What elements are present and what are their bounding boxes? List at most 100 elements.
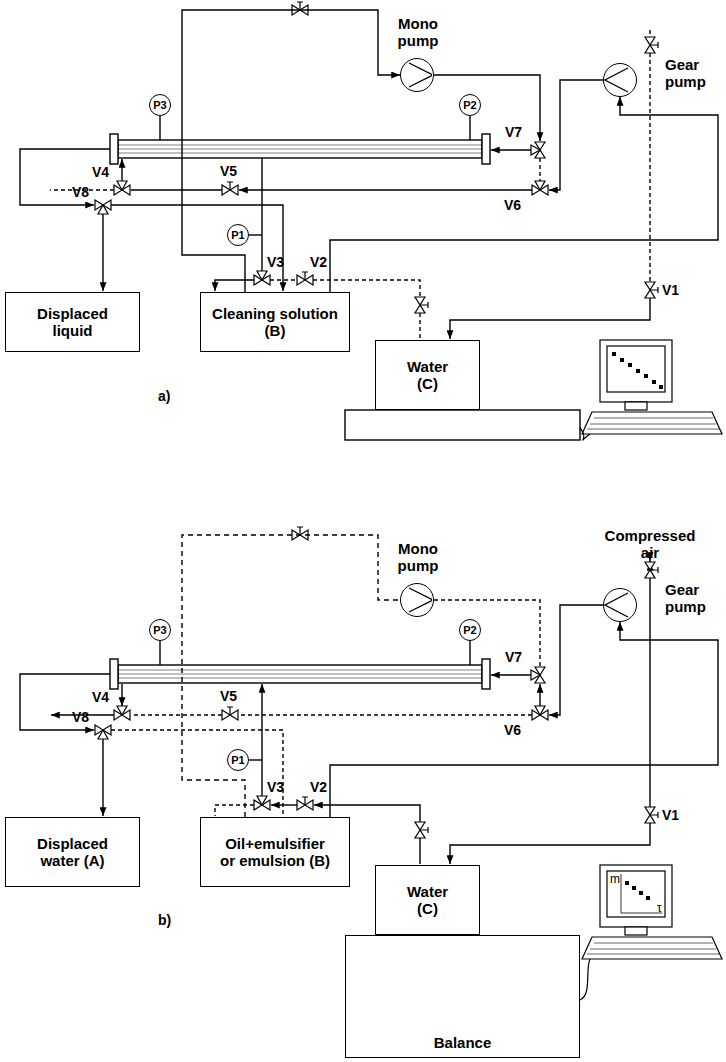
equipment-outline <box>110 659 118 689</box>
pump-glyph <box>401 584 432 615</box>
pipe-line <box>111 730 283 816</box>
gauge-label: P3 <box>153 624 166 636</box>
pipe-line <box>580 428 590 440</box>
pipe-line <box>20 30 650 440</box>
inlet-label: Compressed air <box>600 527 700 561</box>
pipe-line <box>649 30 650 282</box>
equipment-outline <box>620 358 624 362</box>
equipment-outline <box>607 346 665 392</box>
equipment-outline <box>625 927 647 935</box>
pump-glyph-line <box>409 63 432 87</box>
valve-symbol <box>254 271 270 285</box>
pipe-connector <box>330 97 718 292</box>
valve-symbol <box>645 37 658 53</box>
pump-glyph-line <box>409 588 432 612</box>
valve-label: V3 <box>267 779 284 795</box>
pump-label: Gear pump <box>665 581 717 615</box>
pipe-line <box>20 527 722 1000</box>
pipe-line <box>102 214 103 291</box>
pressure-gauge: P2 <box>459 619 481 641</box>
pressure-gauge: P3 <box>149 94 171 116</box>
pipe-line <box>491 149 531 150</box>
pipe-line <box>582 412 722 434</box>
pump-glyph-line <box>605 593 628 617</box>
pipe-line <box>580 865 722 1000</box>
tank-label: Water (C) <box>397 883 459 917</box>
pipe-line <box>20 149 110 205</box>
valve-label: V6 <box>504 197 521 213</box>
tank-box: Water (C) <box>375 340 480 410</box>
pressure-gauge: P3 <box>149 619 171 641</box>
tank-label: Displaced liquid <box>25 305 120 339</box>
pump-label: Gear pump <box>665 56 717 90</box>
valve-label: a) <box>158 388 170 404</box>
valve-label: V8 <box>72 709 89 725</box>
valve-label: V7 <box>505 649 522 665</box>
valve-label: V4 <box>92 164 109 180</box>
equipment-outline <box>625 881 629 885</box>
valve-label: V3 <box>267 254 284 270</box>
pipe-line <box>239 189 532 190</box>
pump-symbol: Mono pump <box>400 583 434 617</box>
equipment-outline <box>607 871 665 917</box>
pipe-line <box>261 684 262 796</box>
pipe-line <box>587 418 719 429</box>
pipe-line <box>121 684 122 706</box>
valve-symbol <box>645 282 658 298</box>
tank-label: Balance <box>434 1034 492 1051</box>
equipment-outline <box>628 363 632 367</box>
pipe-line <box>20 674 110 730</box>
pipe-line <box>121 159 122 181</box>
equipment-outline <box>600 865 672 927</box>
equipment-outline <box>644 374 648 378</box>
valve-symbol <box>254 796 270 810</box>
equipment-outline <box>118 665 482 683</box>
tank-label: Cleaning solution (B) <box>205 305 345 339</box>
pipe-line <box>621 874 662 913</box>
valve-symbol <box>532 706 548 720</box>
equipment-outline <box>646 896 650 900</box>
pump-symbol: Gear pump <box>603 63 637 97</box>
equipment-outline <box>118 140 482 158</box>
valve-symbol <box>292 2 308 15</box>
valve-symbol <box>415 822 428 838</box>
pressure-gauge: P2 <box>459 94 481 116</box>
pipe-line <box>549 80 603 190</box>
equipment-outline <box>110 134 118 164</box>
valve-label: V4 <box>92 689 109 705</box>
pump-glyph <box>604 589 635 620</box>
pipe-connector <box>182 535 400 817</box>
valve-symbol <box>222 707 238 720</box>
pipe-line <box>261 158 262 271</box>
pipe-line <box>239 714 532 715</box>
valve-label: b) <box>158 912 171 928</box>
tank-box: Displaced water (A) <box>5 817 140 887</box>
valve-symbol <box>114 181 130 195</box>
pipe-line <box>95 2 658 313</box>
pipe-line <box>131 189 222 190</box>
valve-symbol <box>531 142 545 158</box>
pipe-line <box>587 943 719 954</box>
pipe-line <box>582 937 722 959</box>
valve-label: V1 <box>662 807 679 823</box>
pipe-line <box>549 605 603 715</box>
equipment-outline <box>652 380 656 384</box>
valve-symbol <box>292 527 308 540</box>
equipment-outline <box>625 402 647 410</box>
tank-label: Displaced water (A) <box>33 835 113 869</box>
pipe-line <box>649 578 650 807</box>
valve-symbol <box>415 297 428 313</box>
equipment-outline <box>482 659 490 689</box>
valve-symbol <box>297 797 313 810</box>
pipe-line <box>118 670 482 678</box>
valve-symbol <box>114 706 130 720</box>
valve-symbol <box>531 667 545 683</box>
valve-symbol <box>645 807 658 823</box>
pipe-line <box>111 205 283 291</box>
pump-glyph <box>604 64 635 95</box>
pipe-connector <box>330 622 718 817</box>
gauge-label: P1 <box>231 754 244 766</box>
gauge-label: P1 <box>231 229 244 241</box>
pump-glyph-line <box>605 68 628 92</box>
equipment-outline <box>636 369 640 373</box>
